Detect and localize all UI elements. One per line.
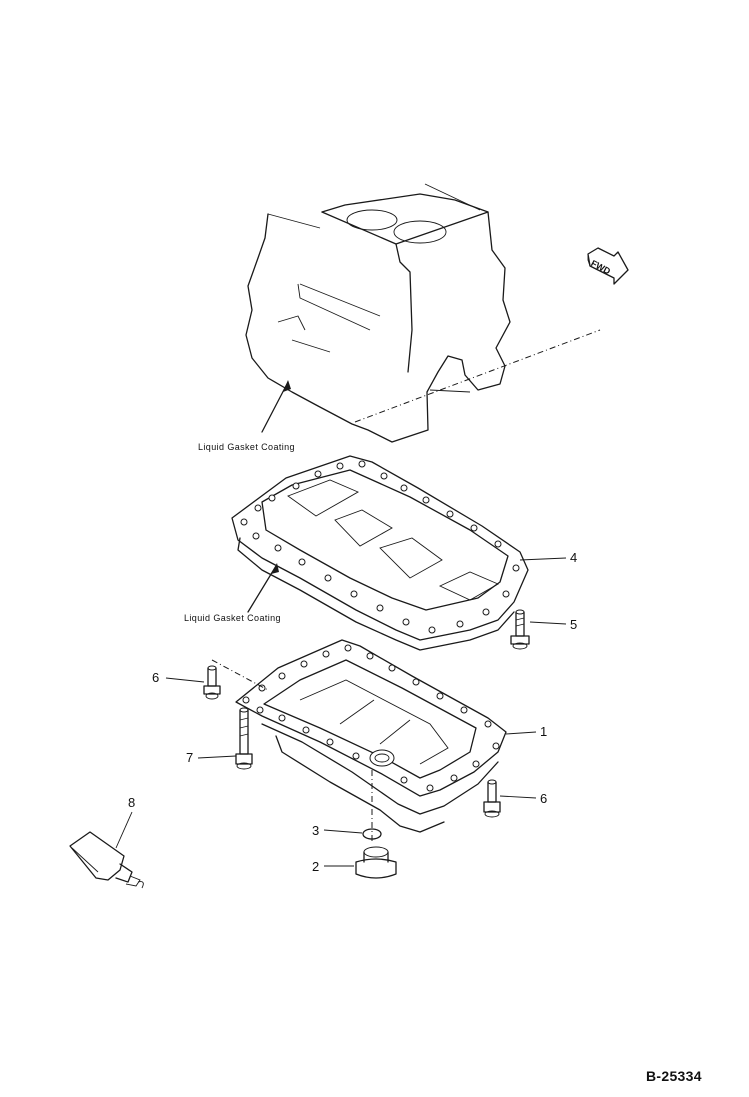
gasket-note-mid: Liquid Gasket Coating [184, 613, 281, 623]
leader-part-5 [529, 621, 567, 625]
leader-gasket-top [261, 380, 291, 433]
leader-part-7 [197, 755, 237, 759]
fwd-arrow-icon [587, 247, 629, 285]
part-label-6-right: 6 [540, 791, 548, 806]
leader-part-6-left [165, 677, 205, 683]
gasket-note-top: Liquid Gasket Coating [198, 442, 295, 452]
centerline-pan [211, 659, 269, 691]
leader-part-6-right [499, 795, 537, 799]
part-4-oil-pan-adapter [231, 455, 529, 651]
part-1-oil-pan [235, 639, 507, 833]
part-label-6-left: 6 [152, 670, 160, 685]
leader-gasket-mid [247, 563, 279, 613]
part-7-bolt [235, 707, 253, 770]
part-6-bolt-right [483, 779, 501, 818]
part-label-1: 1 [540, 724, 548, 739]
part-label-3: 3 [312, 823, 320, 838]
part-5-bolt [510, 609, 530, 650]
leader-part-1 [505, 731, 537, 735]
part-3-o-ring [362, 828, 382, 840]
leader-part-8 [115, 811, 133, 849]
part-label-5: 5 [570, 617, 578, 632]
leader-part-4 [519, 557, 567, 561]
part-8-gasket-tube [69, 831, 144, 889]
centerline-top [354, 329, 601, 423]
diagram-code: B-25334 [646, 1068, 702, 1084]
part-6-bolt-left [203, 665, 221, 700]
engine-block [245, 183, 511, 443]
part-label-4: 4 [570, 550, 578, 565]
part-label-8: 8 [128, 795, 136, 810]
part-label-7: 7 [186, 750, 194, 765]
leader-part-3 [323, 829, 363, 834]
part-2-drain-plug [355, 846, 397, 879]
part-label-2: 2 [312, 859, 320, 874]
